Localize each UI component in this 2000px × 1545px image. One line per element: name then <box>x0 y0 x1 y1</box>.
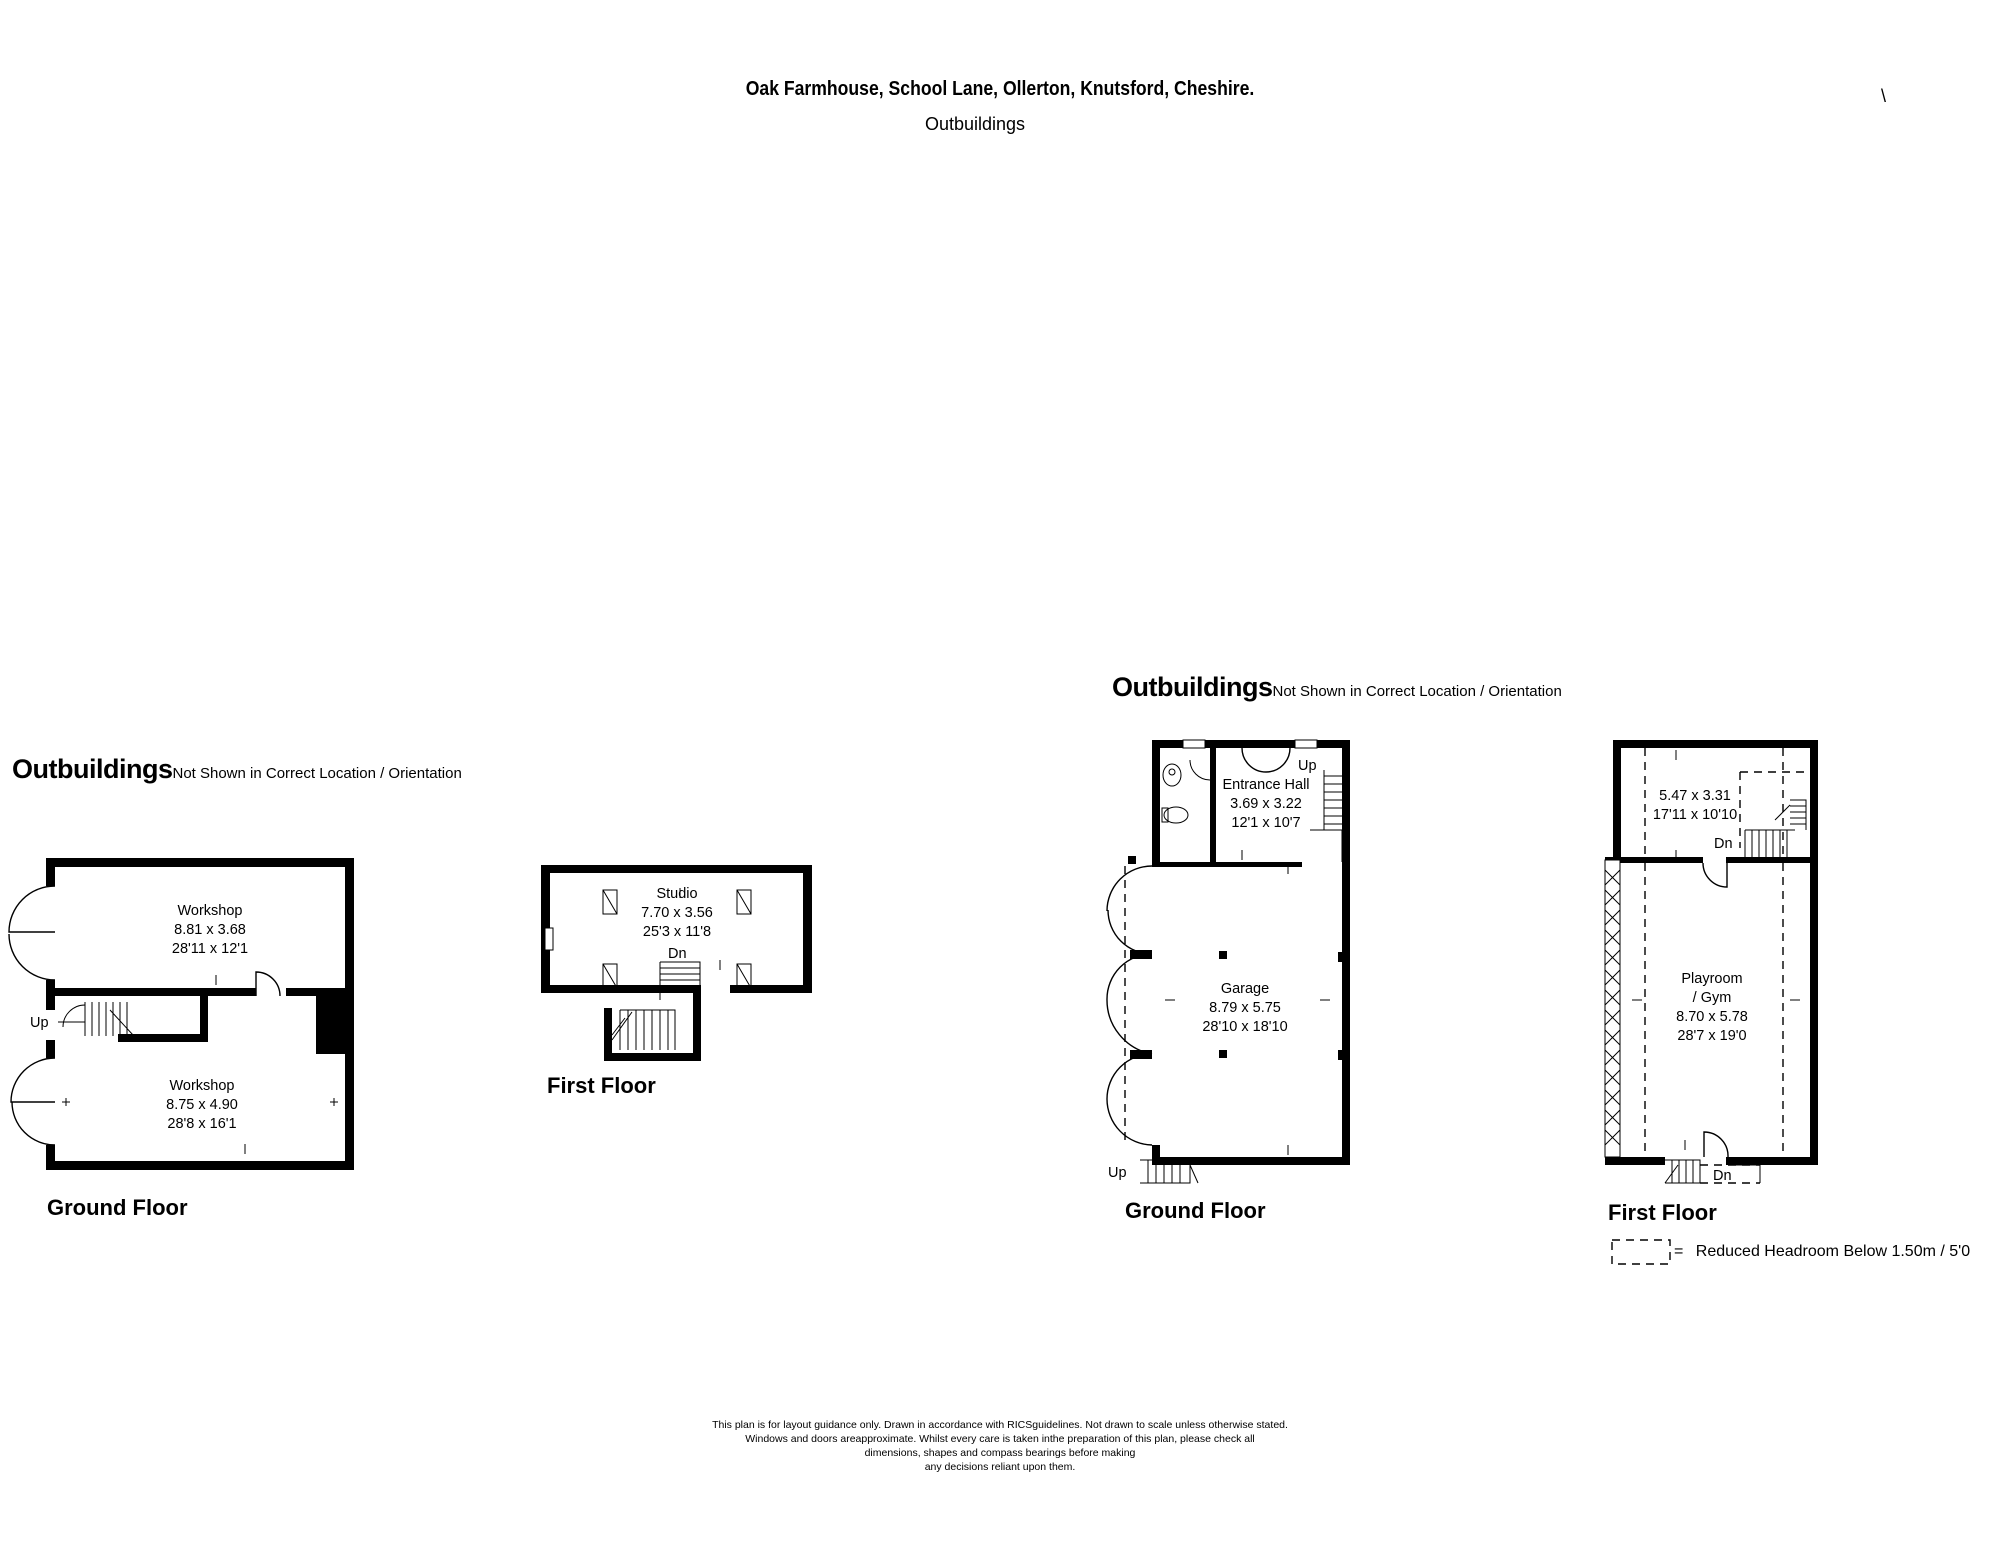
room-garage: Garage 8.79 x 5.75 28'10 x 18'10 <box>1180 980 1310 1037</box>
right-plan-heading-title: Outbuildings <box>1112 672 1273 702</box>
room-metric: 7.70 x 3.56 <box>641 905 713 921</box>
room-metric: 8.70 x 5.78 <box>1676 1009 1748 1025</box>
legend: = Reduced Headroom Below 1.50m / 5'0 <box>1674 1243 1970 1261</box>
left-plan-heading-title: Outbuildings <box>12 754 173 784</box>
disclaimer: This plan is for layout guidance only. D… <box>0 1418 2000 1474</box>
legend-text: Reduced Headroom Below 1.50m / 5'0 <box>1695 1243 1971 1260</box>
room-name-line2: / Gym <box>1692 990 1732 1006</box>
right-ground-floor-plan <box>1106 739 1350 1184</box>
right-plan-heading-note: Not Shown in Correct Location / Orientat… <box>1272 683 1562 700</box>
right-ground-floor-label: Ground Floor <box>1125 1198 1266 1223</box>
stair-label-dn-external: Dn <box>1713 1168 1732 1184</box>
disclaimer-line: dimensions, shapes and compass bearings … <box>864 1447 1136 1459</box>
disclaimer-line: This plan is for layout guidance only. D… <box>712 1419 1288 1431</box>
corner-mark: \ <box>1881 86 1887 106</box>
room-imperial: 28'7 x 19'0 <box>1677 1028 1747 1044</box>
left-ground-floor-label: Ground Floor <box>47 1195 188 1220</box>
room-name: Garage <box>1220 981 1270 997</box>
room-imperial: 28'8 x 16'1 <box>167 1116 237 1132</box>
entrance-hall-stairs <box>1310 770 1343 862</box>
room-metric: 8.79 x 5.75 <box>1209 1000 1281 1016</box>
right-first-floor-label: First Floor <box>1608 1200 1717 1225</box>
room-studio: Studio 7.70 x 3.56 25'3 x 11'8 <box>612 885 742 942</box>
disclaimer-line: any decisions reliant upon them. <box>924 1461 1076 1473</box>
stair-label-up: Up <box>30 1015 49 1031</box>
disclaimer-line: Windows and doors areapproximate. Whilst… <box>745 1433 1255 1445</box>
garage-external-stairs <box>1140 1159 1199 1184</box>
wc-fixtures <box>1161 763 1189 824</box>
room-metric: 8.81 x 3.68 <box>174 922 246 938</box>
room-name-line1: Playroom <box>1681 971 1743 987</box>
room-metric: 5.47 x 3.31 <box>1659 788 1731 804</box>
legend-swatch <box>1611 1239 1671 1265</box>
room-workshop-upper: Workshop 8.81 x 3.68 28'11 x 12'1 <box>145 902 275 959</box>
stair-label-dn: Dn <box>668 946 687 962</box>
right-plan-heading: OutbuildingsNot Shown in Correct Locatio… <box>1112 672 1562 703</box>
right-first-floor-plan <box>1604 740 1818 1265</box>
page-subtitle: Outbuildings <box>924 114 1026 134</box>
room-workshop-lower: Workshop 8.75 x 4.90 28'8 x 16'1 <box>137 1077 267 1134</box>
stair-label-dn-internal: Dn <box>1714 836 1733 852</box>
left-plan-heading: OutbuildingsNot Shown in Correct Locatio… <box>12 754 462 785</box>
room-imperial: 12'1 x 10'7 <box>1231 815 1301 831</box>
first-floor-internal-stairs <box>1744 799 1807 857</box>
left-first-floor-plan <box>541 865 812 1061</box>
room-imperial: 17'11 x 10'10 <box>1652 807 1738 823</box>
room-metric: 8.75 x 4.90 <box>166 1097 238 1113</box>
room-metric: 3.69 x 3.22 <box>1230 796 1302 812</box>
page-title: Oak Farmhouse, School Lane, Ollerton, Kn… <box>745 78 1255 100</box>
left-first-stairs <box>611 961 701 1050</box>
left-first-floor-label: First Floor <box>547 1073 656 1098</box>
room-name: Entrance Hall <box>1222 777 1310 793</box>
legend-symbol: = <box>1674 1243 1684 1260</box>
left-ground-stairs <box>58 1002 134 1036</box>
room-entrance-hall: Entrance Hall 3.69 x 3.22 12'1 x 10'7 <box>1206 776 1326 833</box>
room-imperial: 28'11 x 12'1 <box>171 941 249 957</box>
first-floor-external-stairs <box>1664 1159 1761 1184</box>
left-plan-heading-note: Not Shown in Correct Location / Orientat… <box>172 765 462 782</box>
room-imperial: 28'10 x 18'10 <box>1202 1019 1288 1035</box>
room-imperial: 25'3 x 11'8 <box>642 924 712 940</box>
stair-label-up-external: Up <box>1108 1165 1127 1181</box>
left-ground-floor-plan <box>8 858 354 1170</box>
stair-label-up-hall: Up <box>1298 758 1317 774</box>
room-first-floor-upper: 5.47 x 3.31 17'11 x 10'10 <box>1640 787 1750 825</box>
room-name: Studio <box>656 886 698 902</box>
room-name: Workshop <box>177 903 243 919</box>
room-playroom-gym: Playroom / Gym 8.70 x 5.78 28'7 x 19'0 <box>1652 970 1772 1046</box>
room-name: Workshop <box>169 1078 235 1094</box>
